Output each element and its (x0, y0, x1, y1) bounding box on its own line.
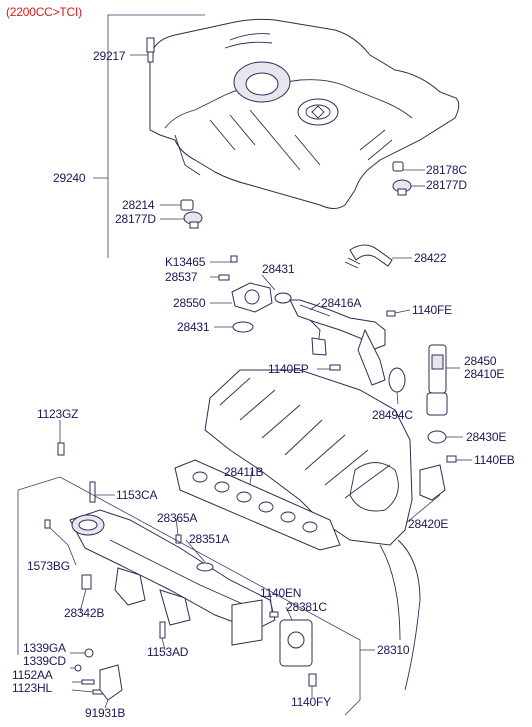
part-label-28420e[interactable]: 28420E (408, 517, 449, 531)
part-label-28177d-right[interactable]: 28177D (426, 178, 467, 192)
part-label-1339ga[interactable]: 1339GA (23, 641, 66, 655)
bolt-29217 (146, 37, 155, 63)
part-label-29217[interactable]: 29217 (93, 49, 126, 63)
cylinder-head (204, 369, 421, 691)
part-label-91931b[interactable]: 91931B (85, 706, 126, 720)
part-label-1339cd[interactable]: 1339CD (23, 654, 66, 668)
intake-manifold (44, 442, 317, 701)
engine-cover-29240 (149, 18, 460, 209)
part-label-28177d-top[interactable]: 28177D (115, 212, 156, 226)
part-label-28365a[interactable]: 28365A (157, 511, 198, 525)
part-label-28537[interactable]: 28537 (165, 270, 198, 284)
part-label-k13465[interactable]: K13465 (165, 255, 206, 269)
part-label-28431-top[interactable]: 28431 (262, 262, 295, 276)
part-label-28416a[interactable]: 28416A (321, 296, 362, 310)
manifold-gasket-28411b (174, 459, 341, 551)
part-label-1140eb[interactable]: 1140EB (474, 453, 515, 467)
part-label-28342b[interactable]: 28342B (64, 606, 105, 620)
part-label-28550[interactable]: 28550 (173, 296, 206, 310)
part-label-1123gz[interactable]: 1123GZ (37, 407, 79, 421)
part-label-28411b[interactable]: 28411B (224, 465, 264, 479)
part-label-1573bg[interactable]: 1573BG (27, 559, 70, 573)
part-label-1140en[interactable]: 1140EN (260, 586, 302, 600)
part-label-1140fy[interactable]: 1140FY (291, 695, 331, 709)
part-label-28410e[interactable]: 28410E (464, 367, 505, 381)
part-label-28351a[interactable]: 28351A (189, 532, 230, 546)
part-label-28450[interactable]: 28450 (464, 354, 497, 368)
diagram-title: (2200CC>TCI) (6, 5, 82, 19)
part-label-28422[interactable]: 28422 (414, 251, 447, 265)
part-label-1140fe[interactable]: 1140FE (412, 303, 452, 317)
part-label-1152aa[interactable]: 1152AA (12, 668, 53, 682)
part-label-1153ca[interactable]: 1153CA (116, 488, 158, 502)
egr-pipe-group (218, 244, 457, 501)
part-label-28430e[interactable]: 28430E (466, 430, 507, 444)
part-label-28381c[interactable]: 28381C (286, 600, 327, 614)
part-label-1153ad[interactable]: 1153AD (147, 645, 189, 659)
part-label-28310[interactable]: 28310 (377, 643, 410, 657)
part-label-28178c[interactable]: 28178C (426, 163, 467, 177)
part-label-1140ep[interactable]: 1140EP (268, 362, 309, 376)
part-label-28214[interactable]: 28214 (122, 198, 155, 212)
grommets (180, 161, 412, 229)
part-label-28431-bottom[interactable]: 28431 (177, 320, 210, 334)
part-label-28494c[interactable]: 28494C (372, 408, 413, 422)
part-label-1123hl[interactable]: 1123HL (12, 681, 52, 695)
part-label-29240[interactable]: 29240 (53, 171, 86, 185)
